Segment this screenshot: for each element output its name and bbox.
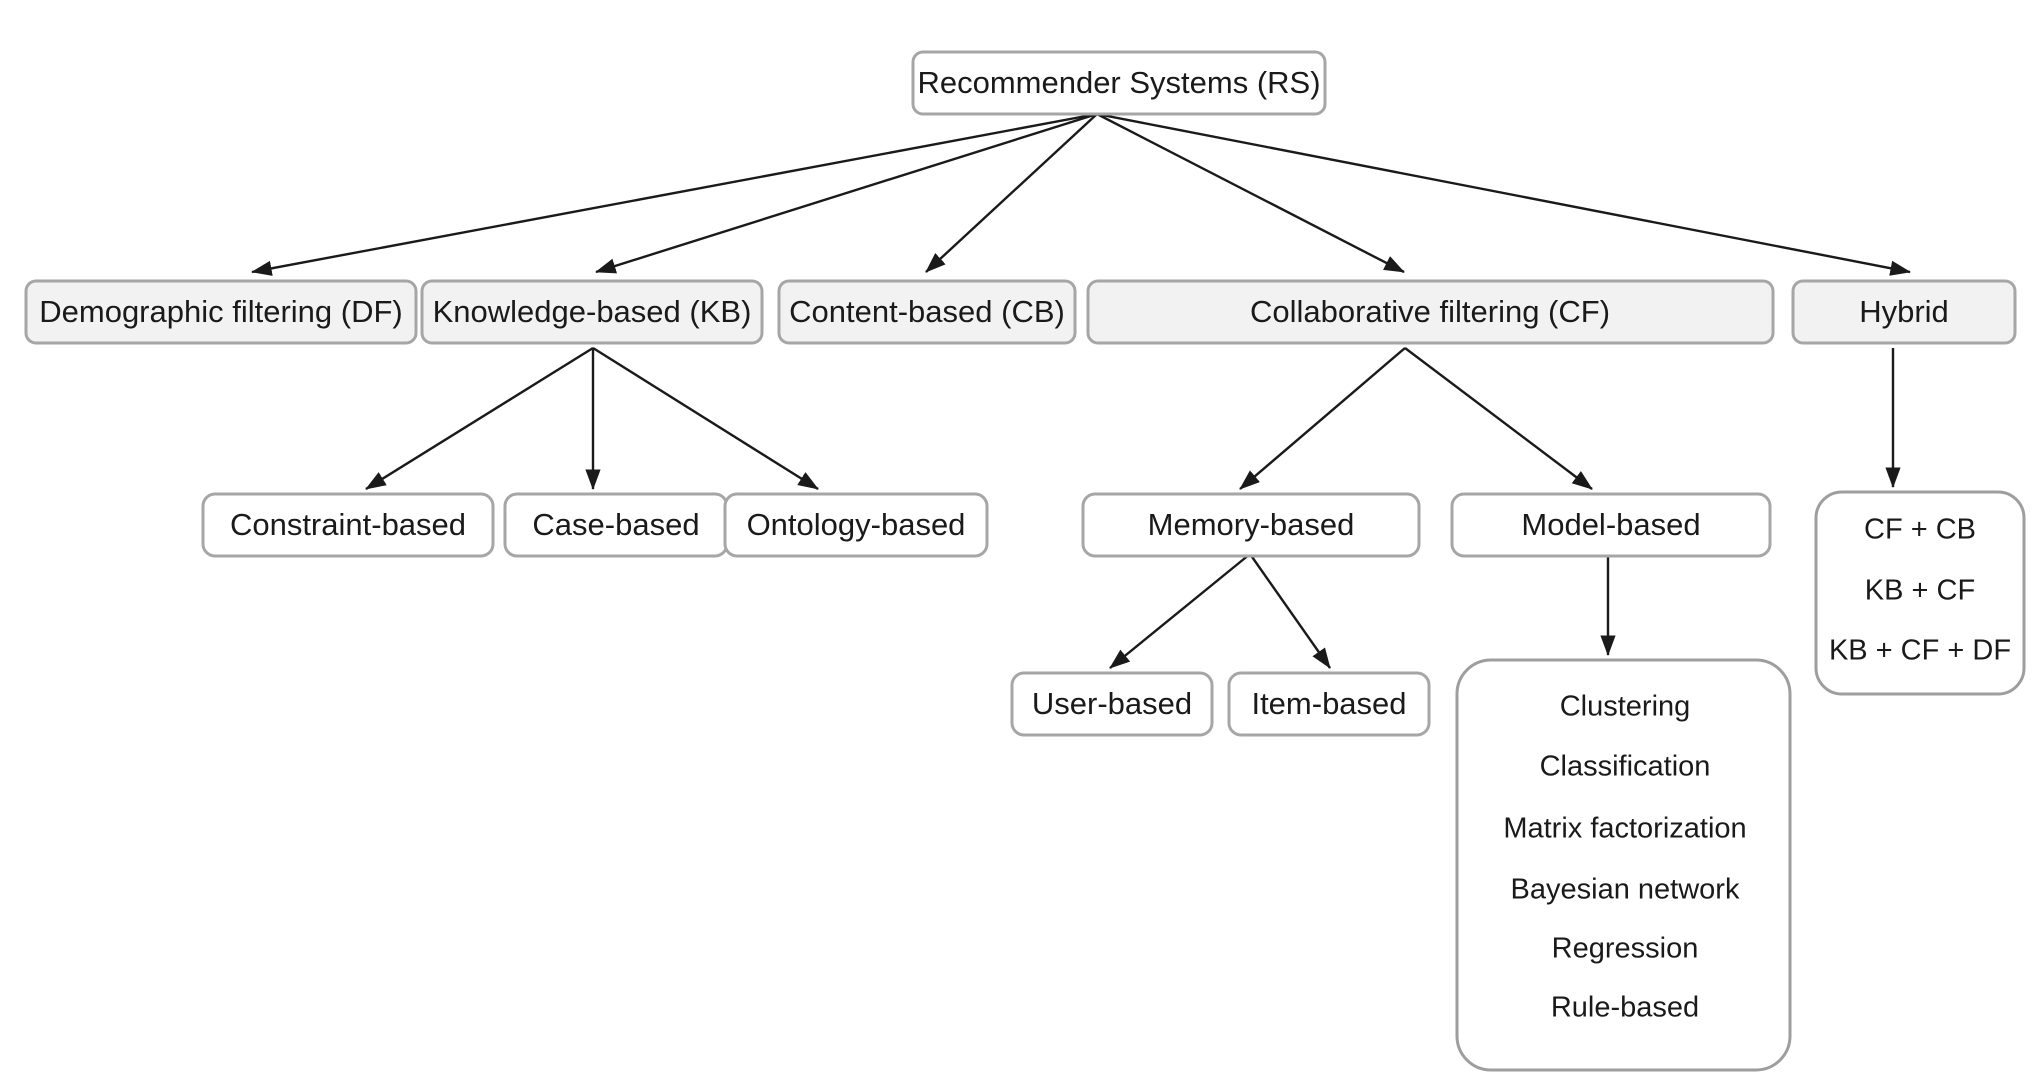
node-model-box[interactable] bbox=[1450, 492, 1772, 558]
node-cf-label: Collaborative filtering (CF) bbox=[1250, 294, 1610, 329]
node-cb-label: Content-based (CB) bbox=[789, 294, 1065, 329]
edge-cf-to-model bbox=[1404, 347, 1593, 490]
edges-kb bbox=[365, 346, 819, 491]
node-root-box[interactable] bbox=[911, 50, 1327, 116]
node-collaborative-filtering[interactable]: Collaborative filtering (CF) bbox=[1086, 279, 1775, 345]
node-model-based[interactable]: Model-based bbox=[1450, 492, 1772, 558]
node-df-label: Demographic filtering (DF) bbox=[39, 294, 403, 329]
node-content-based[interactable]: Content-based (CB) bbox=[777, 279, 1077, 345]
node-df-box[interactable] bbox=[24, 279, 418, 345]
node-kb-label: Knowledge-based (KB) bbox=[433, 294, 752, 329]
node-hybrid[interactable]: Hybrid bbox=[1791, 279, 2017, 345]
node-item-based[interactable]: Item-based bbox=[1227, 671, 1431, 737]
node-user-box[interactable] bbox=[1010, 671, 1214, 737]
node-root-label: Recommender Systems (RS) bbox=[917, 65, 1320, 100]
edge-root-to-hybrid bbox=[1096, 112, 1911, 276]
node-constraint-label: Constraint-based bbox=[230, 507, 466, 542]
node-model-label: Model-based bbox=[1521, 507, 1700, 542]
node-kb-box[interactable] bbox=[420, 279, 764, 345]
model-technique-item: Classification bbox=[1540, 751, 1711, 783]
node-constraint-based[interactable]: Constraint-based bbox=[201, 492, 495, 558]
edge-root-to-kb bbox=[595, 112, 1098, 274]
model-technique-item: Matrix factorization bbox=[1503, 813, 1746, 845]
edges-root bbox=[251, 112, 1911, 276]
node-cb-box[interactable] bbox=[777, 279, 1077, 345]
edge-root-to-df bbox=[251, 112, 1098, 276]
node-ontology-based[interactable]: Ontology-based bbox=[723, 492, 989, 558]
node-memory-based[interactable]: Memory-based bbox=[1081, 492, 1421, 558]
edge-memory-to-user bbox=[1109, 553, 1251, 669]
node-hybrid-box[interactable] bbox=[1791, 279, 2017, 345]
model-technique-item: Clustering bbox=[1560, 691, 1691, 723]
node-item-box[interactable] bbox=[1227, 671, 1431, 737]
node-memory-label: Memory-based bbox=[1148, 507, 1355, 542]
node-hybrid-combinations-box[interactable] bbox=[1814, 490, 2026, 696]
node-constraint-box[interactable] bbox=[201, 492, 495, 558]
edge-memory-to-item bbox=[1249, 553, 1331, 669]
node-user-label: User-based bbox=[1032, 686, 1192, 721]
hybrid-combination-item: KB + CF bbox=[1865, 575, 1975, 607]
node-cf-box[interactable] bbox=[1086, 279, 1775, 345]
node-case-label: Case-based bbox=[532, 507, 699, 542]
edge-kb-to-ontology bbox=[592, 346, 819, 491]
node-case-based[interactable]: Case-based bbox=[503, 492, 729, 558]
hybrid-combination-item: CF + CB bbox=[1864, 514, 1976, 546]
node-hybrid-label: Hybrid bbox=[1859, 294, 1949, 329]
node-demographic-filtering[interactable]: Demographic filtering (DF) bbox=[24, 279, 418, 345]
node-model-techniques[interactable]: Clustering Classification Matrix factori… bbox=[1455, 658, 1792, 1072]
node-root[interactable]: Recommender Systems (RS) bbox=[911, 50, 1327, 116]
node-model-techniques-box[interactable] bbox=[1455, 658, 1792, 1072]
edge-cf-to-memory bbox=[1239, 347, 1406, 490]
model-technique-item: Bayesian network bbox=[1511, 874, 1740, 906]
edge-root-to-cb bbox=[925, 113, 1098, 273]
node-hybrid-combinations[interactable]: CF + CB KB + CF KB + CF + DF bbox=[1814, 490, 2026, 696]
model-technique-item: Rule-based bbox=[1551, 992, 1699, 1024]
node-item-label: Item-based bbox=[1251, 686, 1406, 721]
node-knowledge-based[interactable]: Knowledge-based (KB) bbox=[420, 279, 764, 345]
model-technique-item: Regression bbox=[1552, 933, 1699, 965]
edges-cf bbox=[1239, 347, 1593, 490]
node-user-based[interactable]: User-based bbox=[1010, 671, 1214, 737]
node-ontology-box[interactable] bbox=[723, 492, 989, 558]
edge-root-to-cf bbox=[1096, 112, 1405, 274]
node-ontology-label: Ontology-based bbox=[747, 507, 966, 542]
edge-kb-to-constraint bbox=[365, 346, 594, 491]
hybrid-combination-item: KB + CF + DF bbox=[1829, 635, 2011, 667]
edges-memory bbox=[1109, 553, 1331, 669]
node-memory-box[interactable] bbox=[1081, 492, 1421, 558]
